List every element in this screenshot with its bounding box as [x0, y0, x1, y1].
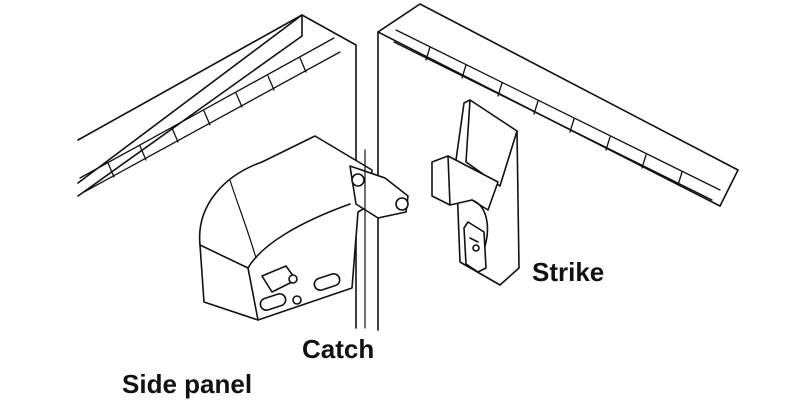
strike — [431, 99, 520, 286]
catch-pivot-pin — [351, 173, 365, 187]
catch-label: Catch — [302, 334, 375, 364]
catch-housing — [198, 135, 373, 321]
catch-screw-slot — [313, 273, 341, 291]
side-panel-label: Side panel — [122, 369, 253, 399]
catch-screw-slot — [259, 293, 287, 311]
right-panel-edge-strip — [393, 29, 721, 201]
left-panel-edge-strip — [79, 37, 341, 193]
strike-label: Strike — [532, 257, 605, 287]
catch — [198, 135, 409, 321]
right-door-panel — [377, 3, 739, 331]
catch-roller — [395, 197, 409, 211]
